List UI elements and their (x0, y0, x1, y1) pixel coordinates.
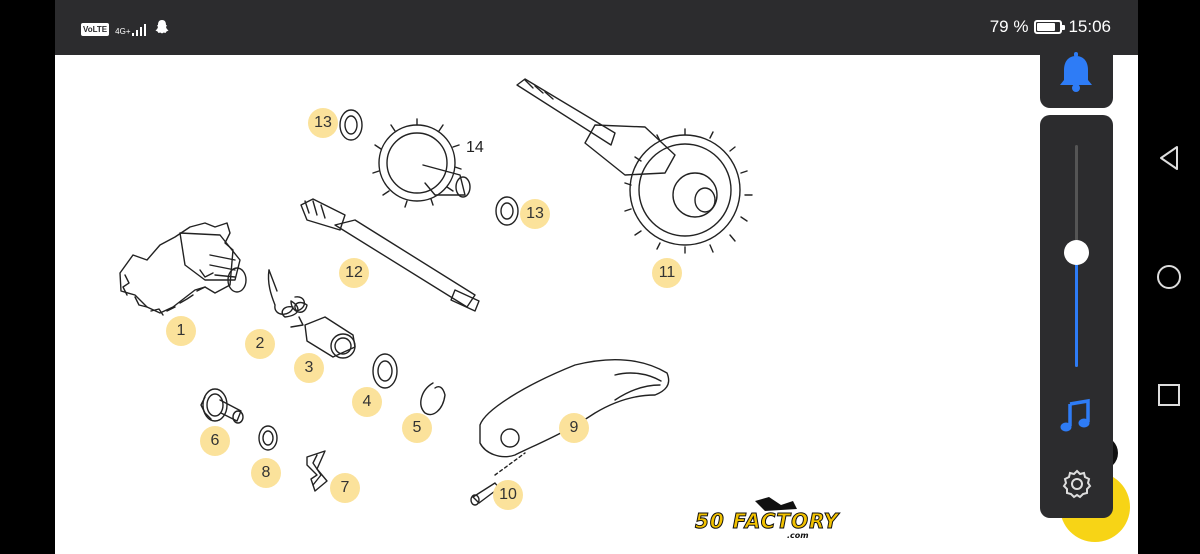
logo-mark (755, 497, 797, 511)
back-triangle-icon[interactable] (1155, 144, 1183, 172)
part-spring (267, 269, 308, 328)
status-right: 79 % 15:06 (990, 17, 1111, 37)
recents-square-icon[interactable] (1155, 381, 1183, 409)
callout-label: 13 (308, 108, 338, 138)
callout-label: 2 (245, 329, 275, 359)
callout-label: 12 (339, 258, 369, 288)
battery-icon (1034, 20, 1066, 34)
volume-panel (1040, 115, 1113, 518)
volume-slider-thumb[interactable] (1064, 239, 1089, 265)
status-left: VoLTE 4G+ (81, 19, 170, 40)
callout-label: 9 (559, 413, 589, 443)
callout-label: 8 (251, 458, 281, 488)
part-kick-lever (479, 359, 670, 458)
part-kickstart-gear (119, 222, 247, 316)
callout-label: 6 (200, 426, 230, 456)
callout-label: 10 (493, 480, 523, 510)
battery-level-fill (1037, 23, 1055, 31)
navigation-bar (1138, 0, 1200, 554)
home-circle-icon[interactable] (1155, 263, 1183, 291)
battery-percent: 79 % (989, 17, 1029, 36)
clock: 15:06 (1068, 17, 1111, 36)
part-main-shaft (516, 78, 753, 254)
logo-sub-text: .com (787, 531, 809, 540)
exploded-parts-diagram (119, 78, 753, 506)
part-small-washer (258, 425, 278, 451)
part-thrust-washer-top (339, 109, 363, 141)
part-circlip (420, 382, 446, 416)
part-washer (372, 353, 398, 389)
callout-label: 5 (402, 413, 432, 443)
part-spring-clip (306, 450, 328, 492)
callout-label: 1 (166, 316, 196, 346)
callout-label: 11 (652, 258, 682, 288)
part-double-gear (372, 118, 471, 208)
callout-label: 7 (330, 473, 360, 503)
signal-icon: 4G+ (115, 23, 147, 36)
network-type: 4G+ (115, 26, 131, 36)
part-small-gear (200, 388, 244, 424)
snapchat-ghost-icon (154, 19, 170, 40)
part-thrust-washer-mid (495, 196, 519, 226)
50factory-logo: 50 FACTORY .com (685, 495, 839, 548)
callout-label: 3 (294, 353, 324, 383)
plain-part-label: 14 (466, 139, 484, 156)
part-layshaft (300, 198, 480, 312)
callout-label: 4 (352, 387, 382, 417)
part-bushing (304, 316, 356, 359)
bell-icon (1060, 52, 1092, 92)
status-bar: VoLTE 4G+ 79 % 15:06 (55, 0, 1138, 55)
volume-slider-fill (1075, 251, 1078, 367)
logo-main-text: 50 FACTORY (694, 509, 840, 534)
volte-icon: VoLTE (81, 23, 110, 36)
ringer-mode-button[interactable] (1040, 40, 1113, 108)
settings-gear-icon[interactable] (1061, 468, 1093, 500)
image-viewer[interactable]: 1 2 3 4 5 6 7 8 9 10 11 12 13 13 14 50 F… (55, 55, 1138, 554)
callout-label: 13 (520, 199, 550, 229)
music-note-icon[interactable] (1058, 398, 1094, 434)
